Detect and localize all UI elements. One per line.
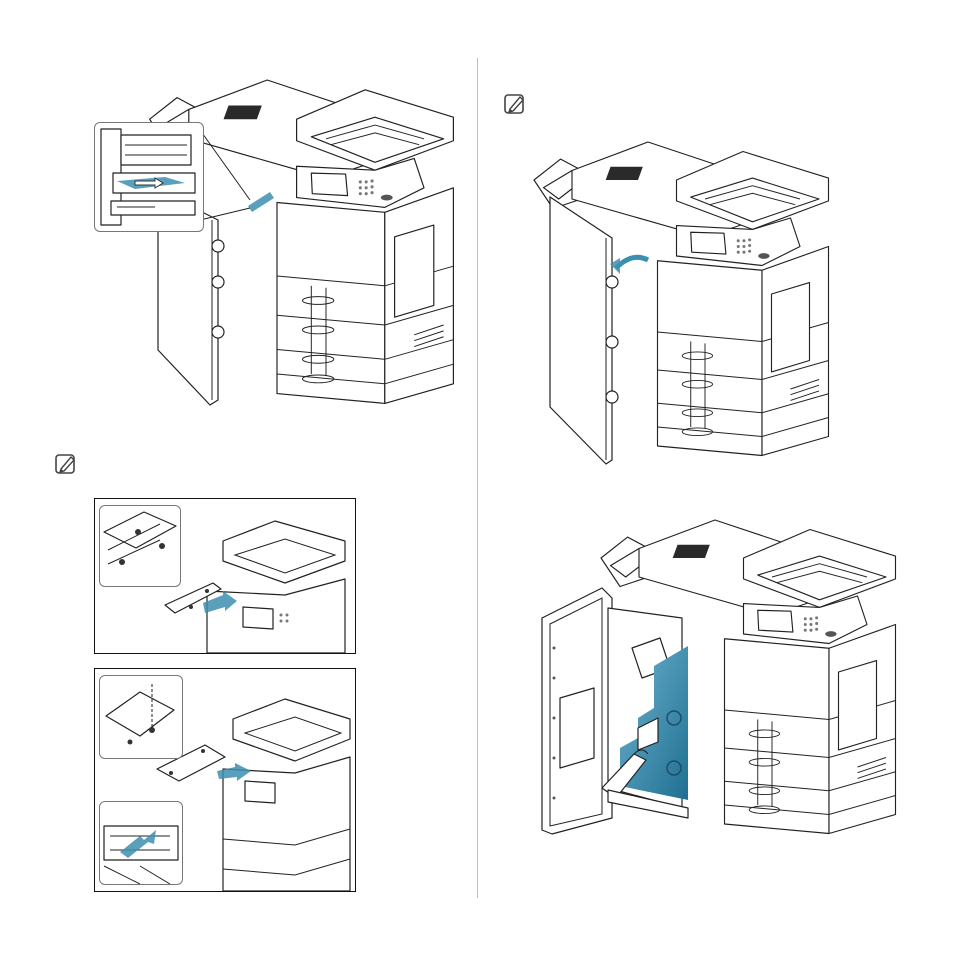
cover-removal-panel-1 bbox=[94, 498, 356, 654]
cover-detail-inset-top bbox=[99, 675, 183, 759]
printer-close-door-figure bbox=[520, 142, 840, 492]
note-icon bbox=[503, 92, 527, 116]
cover-removal-panel-2 bbox=[94, 668, 356, 892]
cover-detail-inset-bottom bbox=[99, 801, 183, 885]
waste-toner-figure bbox=[542, 518, 888, 870]
screw-detail-inset bbox=[99, 505, 181, 587]
paper-path-inset bbox=[94, 122, 204, 232]
column-divider bbox=[477, 58, 478, 898]
note-icon bbox=[54, 452, 78, 476]
